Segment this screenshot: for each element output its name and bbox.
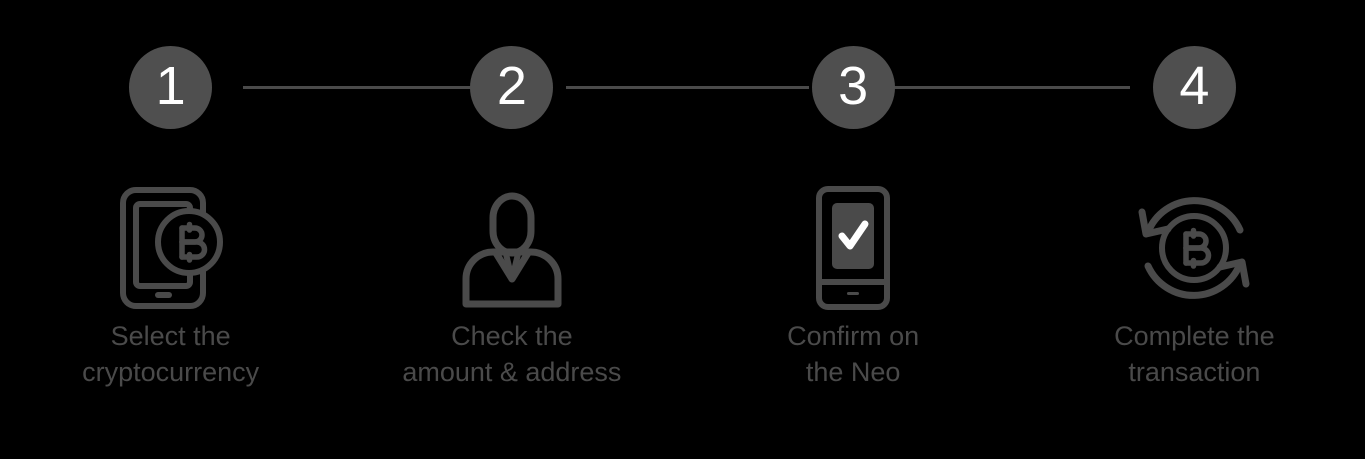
step-2-badge[interactable]: 2: [470, 46, 554, 129]
bitcoin-refresh-icon: [1130, 184, 1258, 312]
phone-bitcoin-icon: [112, 184, 230, 312]
step-4-caption: Complete the transaction: [1114, 321, 1275, 387]
step-3-badge[interactable]: 3: [811, 46, 895, 129]
connector-line-1-2: [243, 86, 483, 89]
step-3[interactable]: 3 Confirm on the Neo: [683, 0, 1024, 459]
person-user-icon: [460, 184, 564, 312]
step-2[interactable]: 2 Check the amount & address: [341, 0, 682, 459]
step-3-number: 3: [838, 55, 869, 116]
step-2-number: 2: [496, 55, 527, 116]
step-3-caption: Confirm on the Neo: [787, 321, 920, 387]
step-4[interactable]: 4: [1024, 0, 1365, 459]
step-1-caption: Select the cryptocurrency: [82, 321, 260, 387]
step-1-badge[interactable]: 1: [129, 46, 213, 129]
step-4-badge[interactable]: 4: [1152, 46, 1236, 129]
step-4-number: 4: [1179, 55, 1210, 116]
device-check-icon: [801, 184, 905, 312]
connector-line-3-4: [892, 86, 1130, 89]
step-1[interactable]: 1: [0, 0, 341, 459]
connector-line-2-3: [566, 86, 809, 89]
step-1-number: 1: [155, 55, 186, 116]
step-2-caption: Check the amount & address: [402, 321, 622, 387]
